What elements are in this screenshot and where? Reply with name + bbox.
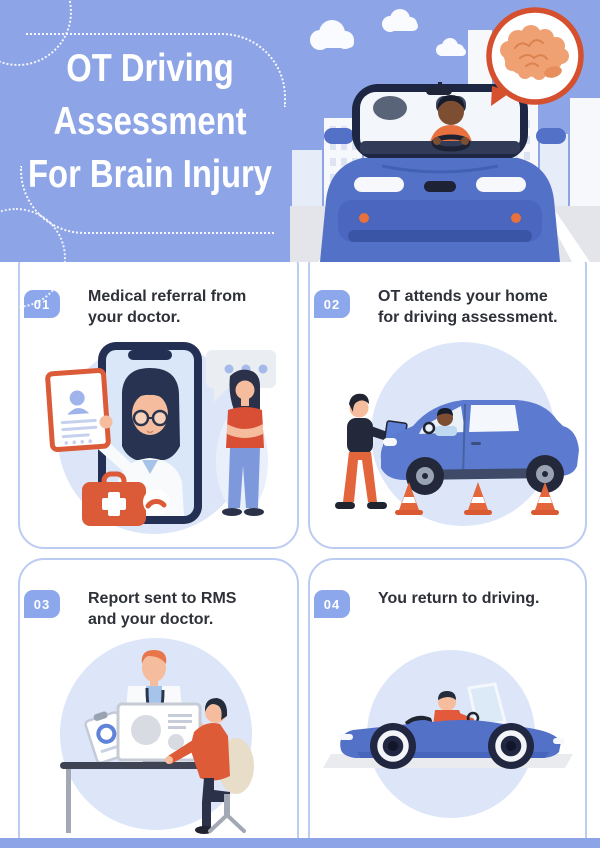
step-number-badge: 02	[314, 290, 350, 318]
bottom-border-strip	[0, 838, 600, 848]
occupational-therapist-graphic	[334, 393, 408, 509]
poster-title-line: Assessment	[53, 100, 247, 143]
monitor-graphic	[116, 702, 201, 766]
seated-person-graphic	[164, 698, 254, 834]
poster-title-line: For Brain Injury	[28, 153, 272, 196]
step-number-badge: 01	[24, 290, 60, 318]
step-number-badge: 04	[314, 590, 350, 618]
step-text-line: your doctor.	[88, 309, 181, 326]
report-computer-illustration	[59, 638, 254, 834]
step-text-line: for driving assessment.	[378, 309, 558, 326]
first-aid-kit-icon	[81, 471, 146, 526]
header-illustration-driver-with-brain	[290, 7, 600, 262]
step-text: OT attends your home for driving assessm…	[378, 286, 558, 328]
poster-title-line: OT Driving	[66, 47, 234, 90]
traffic-cones-graphic	[394, 482, 559, 515]
telehealth-referral-illustration	[44, 342, 276, 534]
phone-call-icon	[142, 489, 169, 515]
brain-icon	[486, 7, 584, 106]
step-text-line: Medical referral from	[88, 288, 247, 305]
poster-title: OT Driving Assessment For Brain Injury	[24, 42, 276, 201]
hero-header: OT Driving Assessment For Brain Injury	[0, 0, 600, 308]
step-text-line: You return to driving.	[378, 590, 540, 607]
step-text-line: and your doctor.	[88, 611, 214, 628]
referral-document-icon	[44, 367, 111, 453]
car-front-graphic	[320, 82, 566, 262]
home-driving-assessment-illustration	[334, 342, 579, 526]
step-text: Medical referral from your doctor.	[88, 286, 246, 328]
return-to-driving-illustration	[322, 650, 573, 818]
step-card-3: 03 Report sent to RMS and your doctor.	[18, 558, 299, 848]
step-text-line: Report sent to RMS	[88, 590, 237, 607]
step-number-badge: 03	[24, 590, 60, 618]
step-card-2: 02 OT attends your home for driving asse…	[308, 240, 587, 549]
step-text: You return to driving.	[378, 588, 539, 609]
step-text: Report sent to RMS and your doctor.	[88, 588, 236, 630]
assessment-car-graphic	[380, 400, 579, 495]
step-card-1: 01 Medical referral from your doctor.	[18, 240, 299, 549]
step-text-line: OT attends your home	[378, 288, 548, 305]
clouds-graphic	[310, 9, 466, 56]
convertible-car-graphic	[338, 682, 565, 769]
step-card-4: 04 You return to driving.	[308, 558, 587, 848]
patient-woman-graphic	[221, 369, 264, 516]
